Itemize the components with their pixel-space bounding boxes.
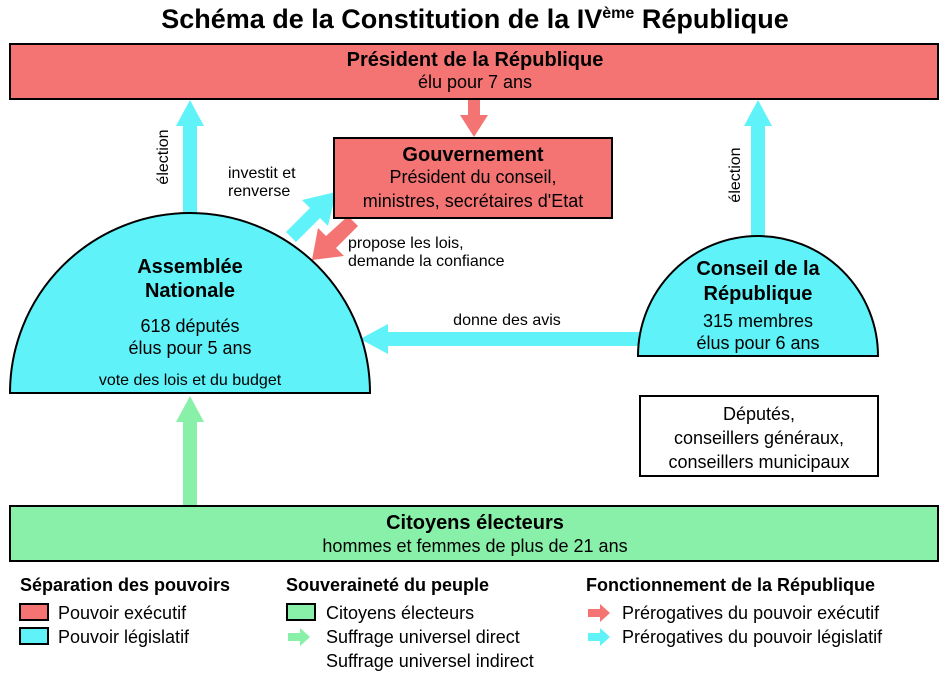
propose-arrow bbox=[312, 216, 358, 260]
diagram-title: Schéma de la Constitution de la IVème Ré… bbox=[161, 4, 789, 34]
legend-cyan-arrow-icon bbox=[588, 628, 610, 646]
propose-label-2: demande la confiance bbox=[348, 253, 505, 270]
assemblee-line2: élus pour 5 ans bbox=[128, 338, 251, 358]
legend-executive-swatch bbox=[19, 603, 49, 621]
investit-label-2: renverse bbox=[228, 183, 290, 200]
avis-arrow bbox=[360, 324, 641, 354]
election-arrow-right bbox=[744, 100, 772, 239]
electeurs-line1: Députés, bbox=[723, 404, 795, 424]
assemblee-line1: 618 députés bbox=[140, 316, 239, 336]
electeurs-line2: conseillers généraux, bbox=[674, 428, 844, 448]
legend-item: Pouvoir exécutif bbox=[58, 603, 187, 623]
gouvernement-title: Gouvernement bbox=[402, 144, 543, 166]
legend-item: Prérogatives du pouvoir législatif bbox=[622, 627, 883, 647]
president-title: Président de la République bbox=[347, 49, 604, 71]
legend-sep-title: Séparation des pouvoirs bbox=[20, 575, 230, 595]
citoyens-sub: hommes et femmes de plus de 21 ans bbox=[322, 536, 627, 556]
electeurs-line3: conseillers municipaux bbox=[668, 452, 849, 472]
legend-item: Citoyens électeurs bbox=[326, 603, 474, 623]
legend-green-arrow-icon bbox=[288, 628, 310, 646]
gouvernement-line1: Président du conseil, bbox=[389, 167, 556, 187]
conseil-line1: 315 membres bbox=[703, 311, 813, 331]
election-arrow-left bbox=[176, 100, 204, 219]
gouvernement-line2: ministres, secrétaires d'Etat bbox=[363, 191, 584, 211]
conseil-title1: Conseil de la bbox=[696, 258, 820, 280]
legend-item: Suffrage universel direct bbox=[326, 627, 520, 647]
election-label-left: élection bbox=[155, 129, 172, 184]
citoyens-box bbox=[9, 505, 939, 562]
legend-fonc-title: Fonctionnement de la République bbox=[586, 575, 875, 595]
conseil-title2: République bbox=[704, 283, 813, 305]
conseil-line2: élus pour 6 ans bbox=[696, 333, 819, 353]
election-label-right: élection bbox=[727, 147, 744, 202]
legend-item: Pouvoir législatif bbox=[58, 627, 190, 647]
legend-souv-title: Souveraineté du peuple bbox=[286, 575, 489, 595]
propose-label-1: propose les lois, bbox=[348, 235, 464, 252]
gouvernement-box bbox=[333, 137, 613, 219]
president-to-government-arrow bbox=[460, 99, 488, 137]
investit-label-1: investit et bbox=[228, 165, 296, 182]
assemblee-dome bbox=[8, 212, 372, 394]
assemblee-line3: vote des lois et du budget bbox=[99, 372, 282, 389]
legend-item: Prérogatives du pouvoir exécutif bbox=[622, 603, 880, 623]
citoyens-title: Citoyens électeurs bbox=[386, 512, 564, 534]
electeurs-box bbox=[639, 395, 879, 477]
legend-item: Suffrage universel indirect bbox=[326, 651, 534, 671]
suffrage-direct-arrow bbox=[176, 396, 204, 506]
conseil-dome bbox=[636, 235, 880, 357]
assemblee-title2: Nationale bbox=[145, 280, 235, 302]
president-box bbox=[9, 43, 939, 100]
assemblee-title1: Assemblée bbox=[137, 256, 243, 278]
legend-legislative-swatch bbox=[19, 627, 49, 645]
legend-citizens-swatch bbox=[286, 603, 316, 621]
president-sub: élu pour 7 ans bbox=[418, 72, 532, 92]
investit-arrow bbox=[286, 192, 336, 242]
legend-red-arrow-icon bbox=[588, 604, 610, 622]
avis-label: donne des avis bbox=[453, 312, 561, 329]
legend: Séparation des pouvoirs Pouvoir exécutif… bbox=[19, 575, 883, 671]
